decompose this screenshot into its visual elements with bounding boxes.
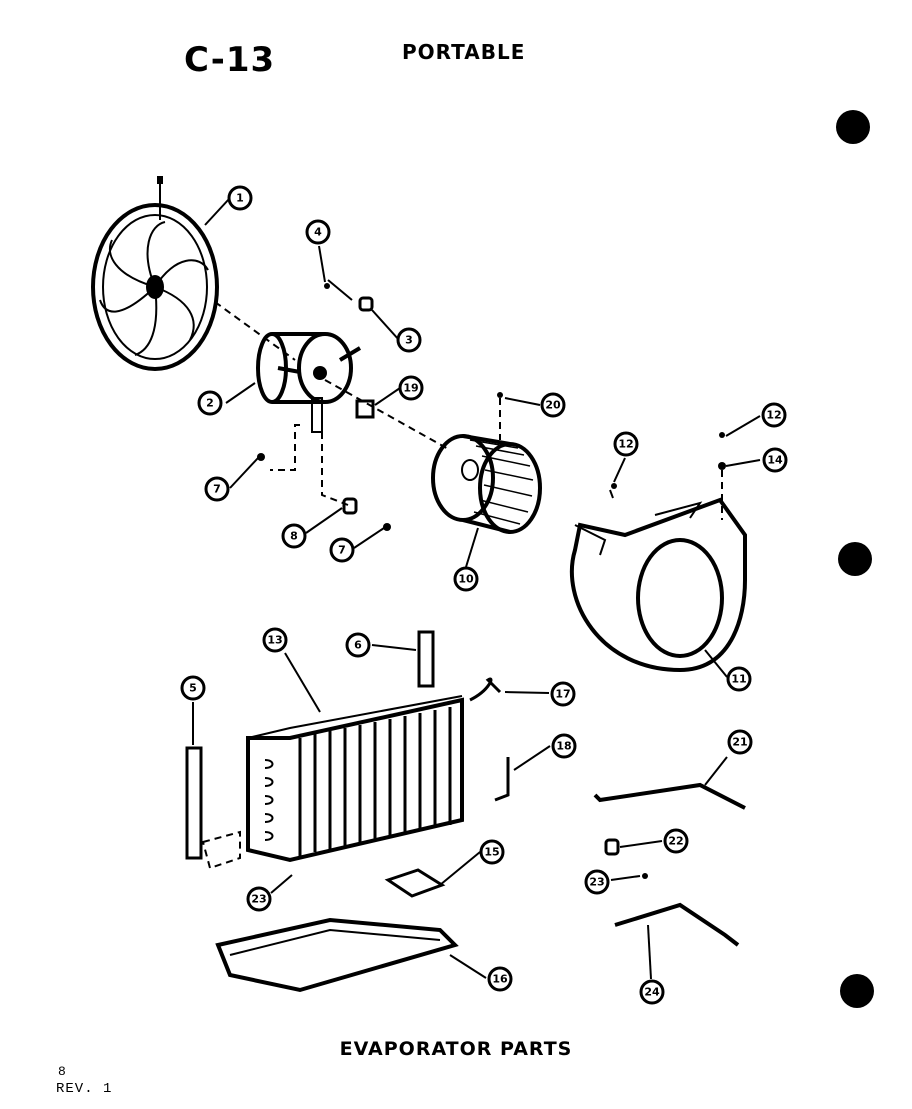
leader-lines <box>192 198 761 980</box>
svg-text:17: 17 <box>555 688 570 701</box>
svg-text:23: 23 <box>589 876 604 889</box>
callout-3: 3 <box>396 327 422 353</box>
callout-16: 16 <box>487 966 513 992</box>
svg-text:19: 19 <box>403 382 418 395</box>
nut <box>383 523 391 531</box>
callout-23a: 23 <box>246 886 272 912</box>
svg-text:7: 7 <box>338 544 346 557</box>
callout-19: 19 <box>398 375 424 401</box>
svg-text:4: 4 <box>314 226 322 239</box>
callout-13: 13 <box>262 627 288 653</box>
thermostat-wire <box>593 782 746 810</box>
drain-pan <box>215 917 459 993</box>
svg-text:12: 12 <box>766 409 781 422</box>
svg-text:3: 3 <box>405 334 413 347</box>
svg-text:13: 13 <box>267 634 282 647</box>
wire-harness <box>614 902 740 947</box>
nut <box>257 453 265 461</box>
callout-12b: 12 <box>761 402 787 428</box>
svg-text:24: 24 <box>644 986 660 999</box>
fan-motor <box>214 301 451 506</box>
svg-text:14: 14 <box>767 454 783 467</box>
callout-7a: 7 <box>204 476 230 502</box>
coil-bracket <box>417 630 435 688</box>
page-title: PORTABLE <box>402 40 526 64</box>
callout-21: 21 <box>727 729 753 755</box>
svg-text:6: 6 <box>354 639 362 652</box>
drain-cover <box>384 868 446 898</box>
bracket-outline <box>201 830 241 870</box>
callout-24: 24 <box>639 979 665 1005</box>
callout-17: 17 <box>550 681 576 707</box>
svg-text:18: 18 <box>556 740 571 753</box>
svg-text:12: 12 <box>618 438 633 451</box>
callout-5: 5 <box>180 675 206 701</box>
callout-15: 15 <box>479 839 505 865</box>
screw <box>642 873 648 879</box>
callout-8: 8 <box>281 523 307 549</box>
tube <box>494 757 510 802</box>
callout-4: 4 <box>305 219 331 245</box>
callout-2: 2 <box>197 390 223 416</box>
clip <box>604 838 620 856</box>
callout-20: 20 <box>540 392 566 418</box>
callout-18: 18 <box>551 733 577 759</box>
svg-text:5: 5 <box>189 682 197 695</box>
revision-label: REV. 1 <box>56 1081 113 1097</box>
page-code: C-13 <box>184 40 276 80</box>
binder-hole-bottom <box>840 974 874 1008</box>
svg-text:1: 1 <box>236 192 244 205</box>
svg-text:23: 23 <box>251 893 266 906</box>
callout-23b: 23 <box>584 869 610 895</box>
svg-text:21: 21 <box>732 736 747 749</box>
grommet <box>342 497 358 515</box>
callout-14: 14 <box>762 447 788 473</box>
callout-6: 6 <box>345 632 371 658</box>
svg-text:8: 8 <box>290 530 298 543</box>
svg-text:11: 11 <box>731 673 746 686</box>
svg-text:16: 16 <box>492 973 508 986</box>
callout-10: 10 <box>453 566 479 592</box>
evaporator-coil <box>246 695 464 863</box>
callout-22: 22 <box>663 828 689 854</box>
svg-text:22: 22 <box>668 835 683 848</box>
callout-1: 1 <box>227 185 253 211</box>
coil-side-bracket <box>185 746 203 860</box>
diagram-caption: EVAPORATOR PARTS <box>339 1038 573 1060</box>
page-number: 8 <box>58 1064 66 1079</box>
tube <box>469 677 502 702</box>
motor-mount-plate <box>355 399 375 419</box>
blower-housing <box>569 432 747 673</box>
callout-7b: 7 <box>329 537 355 563</box>
binder-hole-top <box>836 110 870 144</box>
blower-wheel <box>431 392 542 534</box>
motor-screw-and-nut <box>324 279 374 312</box>
callout-11: 11 <box>726 666 752 692</box>
callout-12a: 12 <box>613 431 639 457</box>
svg-text:7: 7 <box>213 483 221 496</box>
svg-text:10: 10 <box>458 573 474 586</box>
svg-text:20: 20 <box>545 399 561 412</box>
svg-text:2: 2 <box>206 397 214 410</box>
svg-text:15: 15 <box>484 846 499 859</box>
fan-blade-assembly <box>91 176 219 371</box>
binder-hole-middle <box>838 542 872 576</box>
